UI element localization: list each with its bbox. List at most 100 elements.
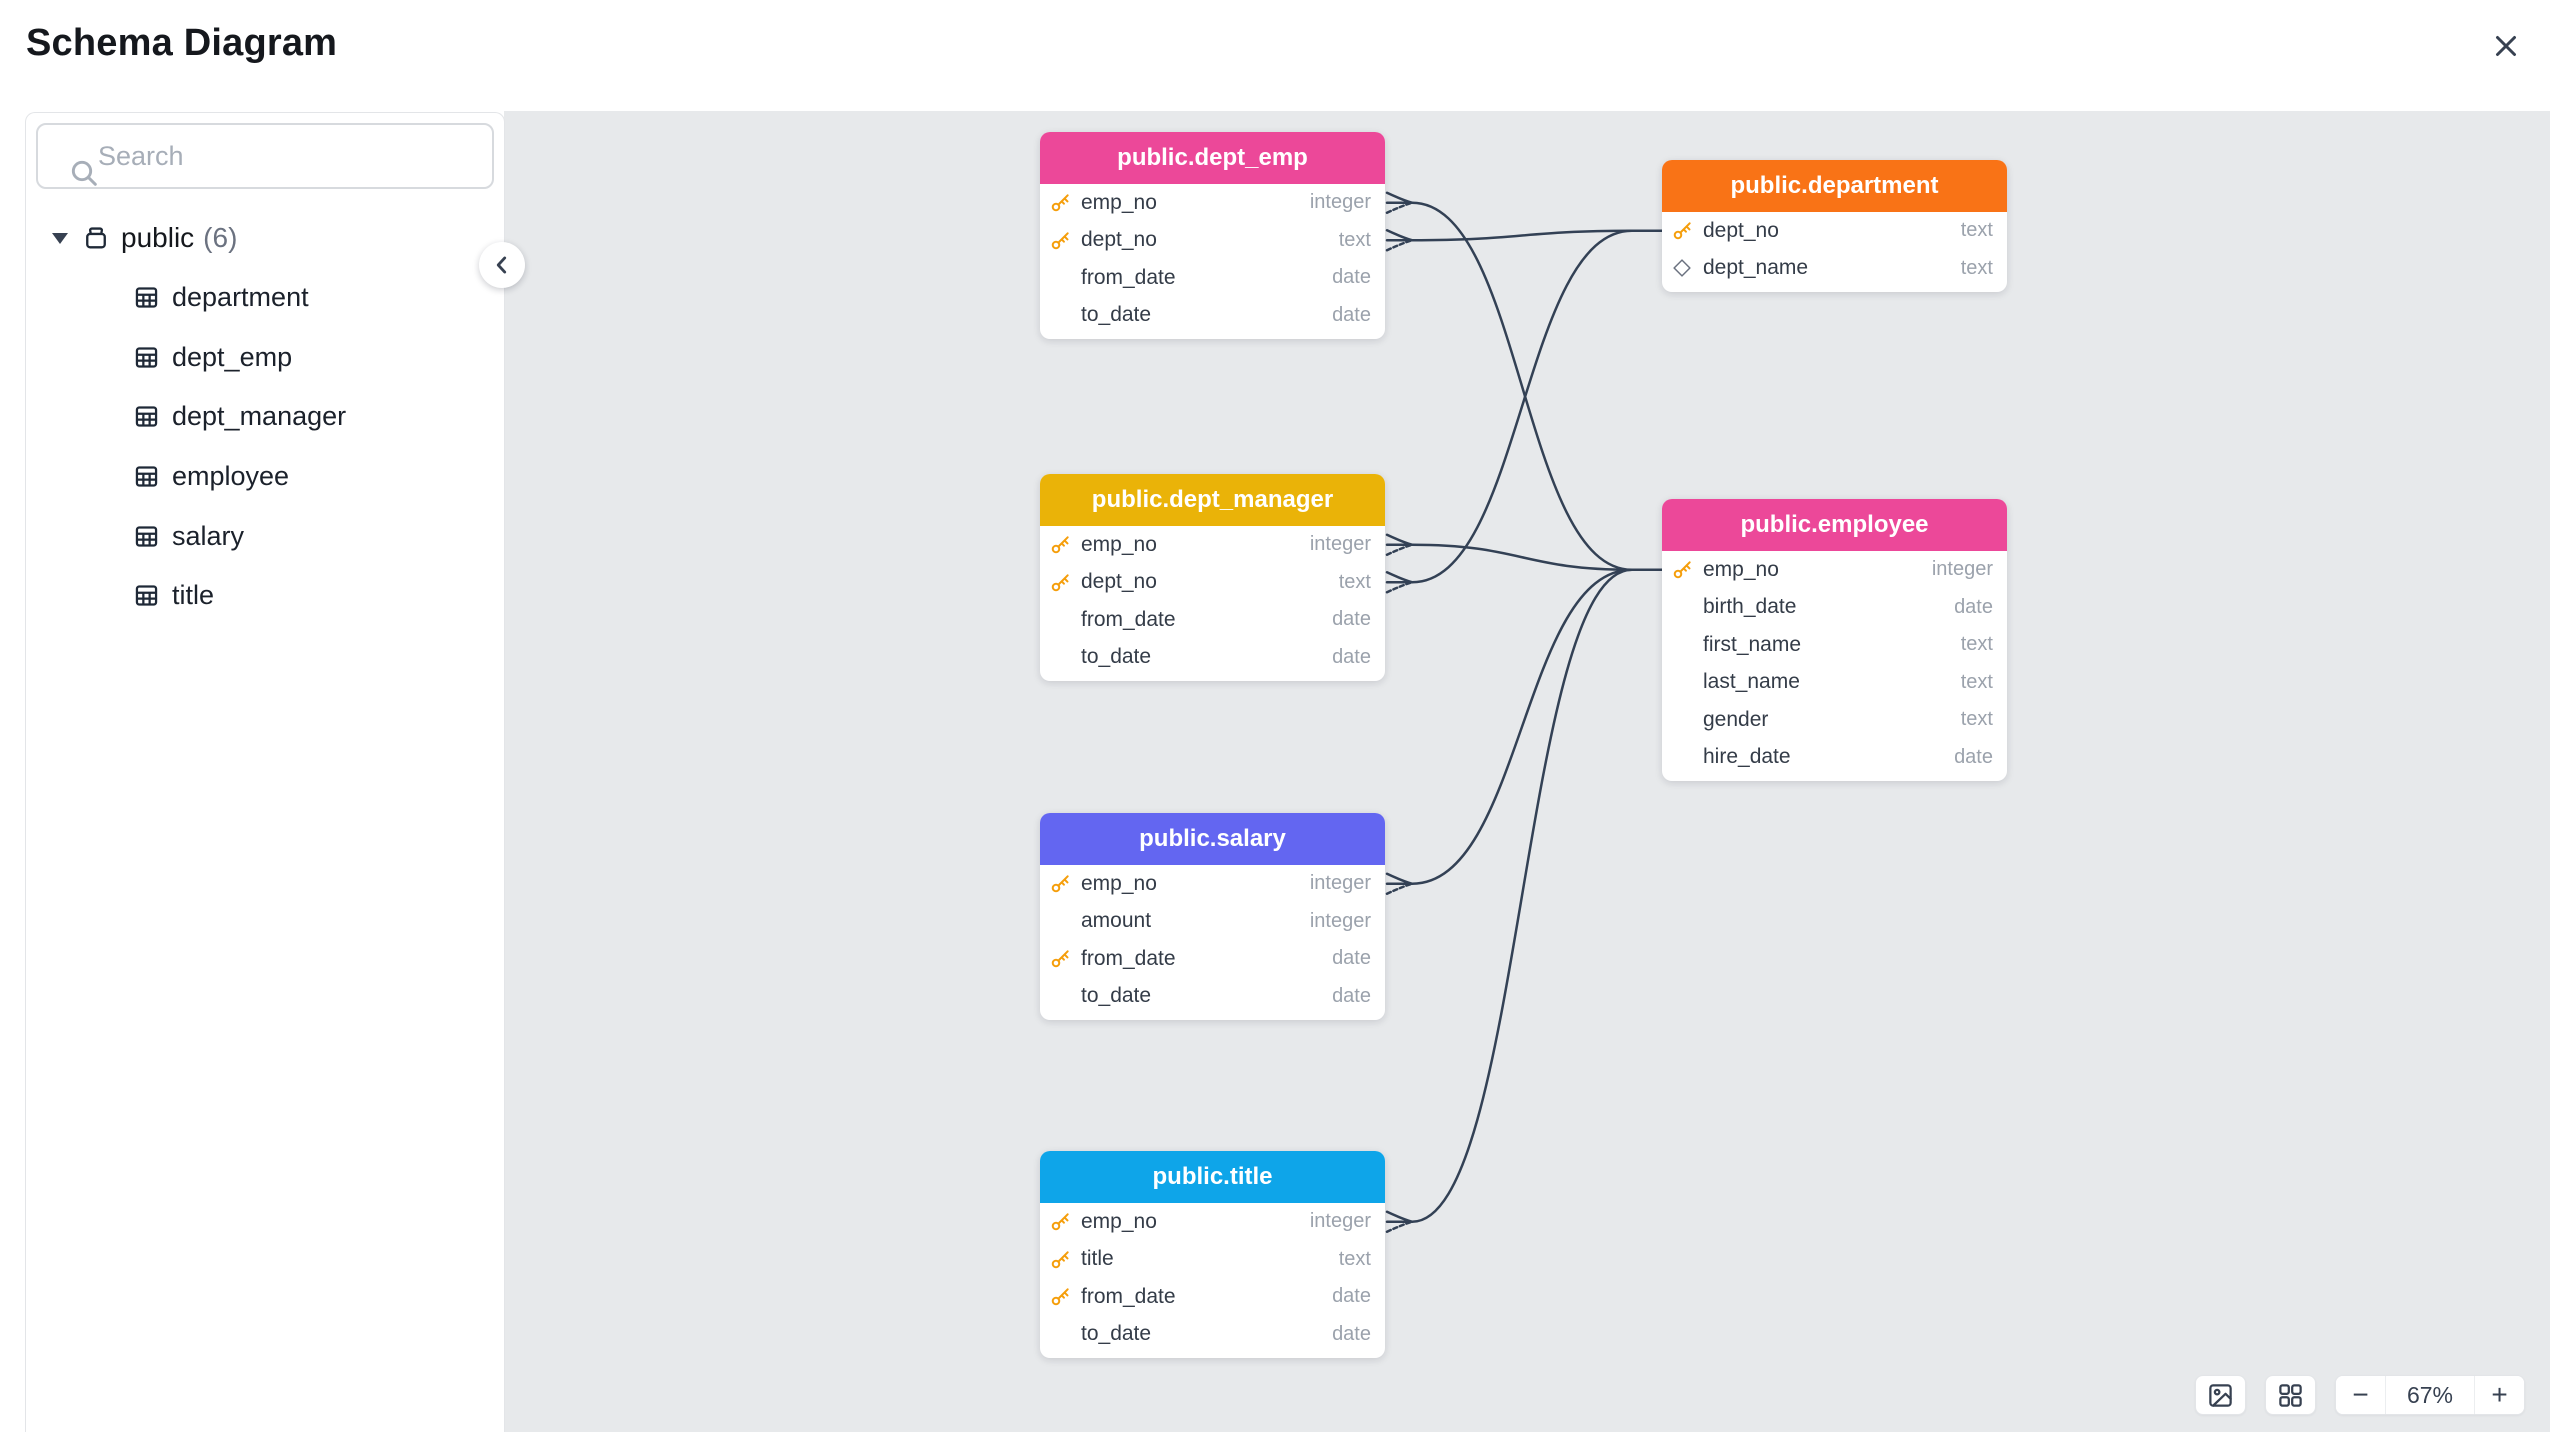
column-row: emp_no integer — [1040, 526, 1385, 564]
table-grid-icon — [133, 344, 160, 371]
dialog-header: Schema Diagram — [0, 0, 2550, 111]
column-name: last_name — [1703, 670, 1800, 694]
column-type: date — [1332, 645, 1371, 668]
close-button[interactable] — [2482, 22, 2530, 70]
column-spacer — [1670, 745, 1694, 769]
layout-grid-icon — [2277, 1382, 2304, 1409]
sidebar-collapse-button[interactable] — [479, 242, 525, 288]
schema-table-count: (6) — [203, 222, 238, 253]
table-node-title[interactable]: public.department — [1662, 160, 2007, 212]
column-name: emp_no — [1081, 532, 1157, 556]
column-spacer — [1048, 266, 1072, 290]
table-node-title[interactable]: public.employee — [1662, 499, 2007, 551]
primary-key-icon — [1670, 558, 1694, 582]
column-row: dept_no text — [1662, 212, 2007, 250]
column-type: date — [1332, 608, 1371, 631]
column-type: date — [1332, 266, 1371, 289]
image-icon — [2207, 1382, 2234, 1409]
column-name: dept_no — [1703, 218, 1779, 242]
column-name: amount — [1081, 909, 1152, 933]
close-icon — [2489, 29, 2523, 63]
canvas-toolbar: − 67% + — [2195, 1375, 2525, 1415]
column-type: text — [1960, 670, 1993, 693]
column-type: text — [1960, 708, 1993, 731]
sidebar-item-dept_emp[interactable]: dept_emp — [26, 328, 504, 388]
column-spacer — [1048, 984, 1072, 1008]
column-spacer — [1670, 633, 1694, 657]
column-name: to_date — [1081, 645, 1152, 669]
column-name: emp_no — [1081, 871, 1157, 895]
column-spacer — [1048, 645, 1072, 669]
column-spacer — [1048, 1322, 1072, 1346]
column-name: dept_no — [1081, 570, 1157, 594]
sidebar: public (6) department dept_empdept_manage… — [25, 112, 505, 1432]
primary-key-icon — [1048, 533, 1072, 557]
table-node-title[interactable]: public.dept_manager — [1040, 474, 1385, 526]
column-spacer — [1670, 708, 1694, 732]
minus-icon: − — [2352, 1379, 2369, 1410]
sidebar-item-title[interactable]: title — [26, 566, 504, 626]
auto-layout-button[interactable] — [2265, 1375, 2316, 1415]
column-name: emp_no — [1081, 1209, 1157, 1233]
primary-key-icon — [1048, 191, 1072, 215]
sidebar-item-salary[interactable]: salary — [26, 506, 504, 566]
table-node-title[interactable]: public.title — [1040, 1151, 1385, 1203]
sidebar-item-dept_manager[interactable]: dept_manager — [26, 387, 504, 447]
caret-down-icon[interactable] — [52, 232, 68, 244]
table-item-label: salary — [172, 520, 245, 551]
sidebar-item-department[interactable]: department — [26, 268, 504, 328]
column-type: text — [1338, 228, 1371, 251]
export-image-button[interactable] — [2195, 1375, 2246, 1415]
column-type: integer — [1309, 533, 1371, 556]
schema-jar-icon — [82, 224, 110, 252]
column-name: to_date — [1081, 303, 1152, 327]
tree-schema-public[interactable]: public (6) — [26, 208, 504, 268]
table-node-title[interactable]: public.salary — [1040, 813, 1385, 865]
zoom-level: 67% — [2385, 1376, 2475, 1414]
column-type: date — [1332, 947, 1371, 970]
zoom-out-button[interactable]: − — [2336, 1376, 2385, 1414]
column-type: date — [1332, 1285, 1371, 1308]
column-name: emp_no — [1703, 557, 1779, 581]
search-input[interactable] — [36, 123, 494, 189]
column-name: to_date — [1081, 984, 1152, 1008]
zoom-in-button[interactable]: + — [2475, 1376, 2524, 1414]
column-type: text — [1960, 219, 1993, 242]
column-row: last_name text — [1662, 664, 2007, 702]
column-name: dept_name — [1703, 256, 1809, 280]
table-node-title[interactable]: public.dept_emp — [1040, 132, 1385, 184]
unique-icon — [1670, 256, 1694, 280]
sidebar-item-employee[interactable]: employee — [26, 447, 504, 507]
table-grid-icon — [133, 523, 160, 550]
column-row: to_date date — [1040, 639, 1385, 677]
column-row: from_date date — [1040, 259, 1385, 297]
relationship-edges — [1385, 191, 1666, 1233]
column-type: integer — [1309, 191, 1371, 214]
primary-key-icon — [1048, 228, 1072, 252]
column-spacer — [1048, 608, 1072, 632]
column-type: date — [1332, 1322, 1371, 1345]
schema-name: public — [121, 222, 195, 253]
table-item-label: department — [172, 282, 309, 313]
column-name: from_date — [1081, 265, 1176, 289]
